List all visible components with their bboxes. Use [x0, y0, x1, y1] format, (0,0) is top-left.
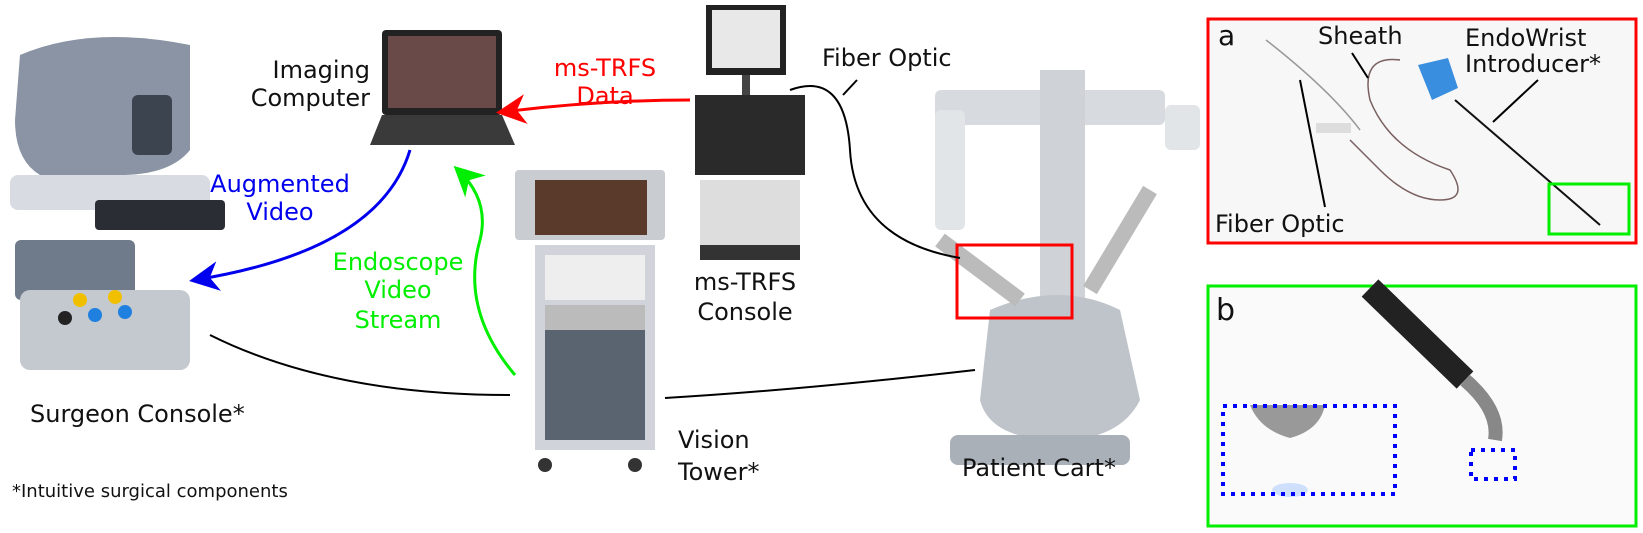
inset-a-tip-box: [1547, 182, 1631, 236]
instrument-highlight-box: [955, 243, 1074, 320]
inset-a-panel-label: a: [1218, 19, 1235, 52]
endowrist-label-1: EndoWrist: [1465, 24, 1586, 52]
vision-tower-image: [515, 170, 665, 472]
patient-cart-image: [935, 70, 1200, 465]
ms-trfs-console-label-1: ms-TRFS: [694, 268, 796, 296]
fiber-optic-label: Fiber Optic: [822, 44, 952, 72]
endowrist-label-2: Introducer*: [1465, 50, 1601, 78]
ms-trfs-data-label-1: ms-TRFS: [554, 54, 656, 82]
sheath-label: Sheath: [1318, 22, 1403, 50]
vision-tower-label-2: Tower*: [677, 458, 760, 486]
patient-cart-cable: [664, 369, 976, 399]
ms-trfs-console-image: [695, 5, 805, 260]
surgeon-console-label: Surgeon Console*: [30, 400, 245, 428]
ms-trfs-console-label-2: Console: [697, 298, 792, 326]
inset-b-panel-label: b: [1216, 293, 1235, 328]
endoscope-label-1: Endoscope: [333, 248, 464, 276]
augmented-video-arrow: [189, 149, 412, 291]
patient-cart-label: Patient Cart*: [962, 454, 1116, 482]
imaging-computer-image: [370, 30, 515, 145]
endoscope-label-2: Video: [364, 276, 431, 304]
endoscope-label-3: Stream: [355, 306, 442, 334]
vision-tower-label-1: Vision: [678, 426, 750, 454]
footnote: *Intuitive surgical components: [12, 481, 288, 502]
imaging-computer-label-2: Computer: [251, 84, 370, 112]
imaging-computer-label-1: Imaging: [272, 56, 370, 84]
fiber-optic-leader: [842, 79, 858, 96]
inset-b: b: [1206, 279, 1638, 528]
inset-a-fiber-optic-label: Fiber Optic: [1215, 210, 1345, 238]
augmented-video-label-2: Video: [246, 198, 313, 226]
tip-box: [1469, 448, 1517, 481]
ms-trfs-data-arrow: [496, 94, 691, 124]
augmented-video-label-1: Augmented: [210, 170, 350, 198]
endoscope-video-arrow: [453, 165, 517, 376]
surgeon-console-image: [10, 37, 225, 370]
fiber-optic-cable: [789, 85, 961, 259]
inset-a: a Sheath EndoWrist Introducer* Fiber Opt…: [1206, 17, 1638, 245]
ms-trfs-data-label-2: Data: [576, 82, 633, 110]
surgeon-console-cable: [209, 334, 511, 396]
